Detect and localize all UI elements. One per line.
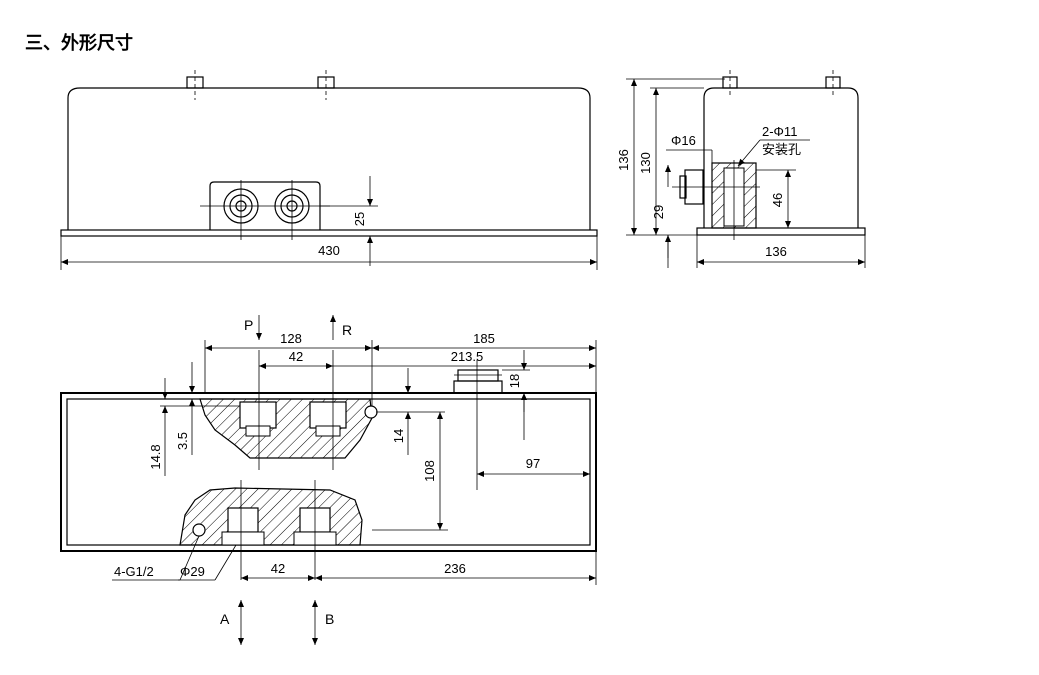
- dim-213-5: 213.5: [451, 349, 484, 364]
- dim-29: 29: [651, 205, 666, 219]
- dim-97: 97: [526, 456, 540, 471]
- mount-label: 安装孔: [762, 142, 801, 157]
- dim-430: 430: [318, 243, 340, 258]
- side-port-dia-label: Φ16: [671, 133, 696, 148]
- label-p: P: [244, 317, 253, 333]
- dim-14: 14: [391, 429, 406, 443]
- dim-42-bottom: 42: [271, 561, 285, 576]
- dim-136-height: 136: [616, 149, 631, 171]
- side-view: Φ16 2-Φ11 安装孔 136 130 29 46 136: [616, 70, 866, 268]
- dim-42-top: 42: [289, 349, 303, 364]
- front-view: 25 430: [60, 70, 598, 270]
- dim-14-8: 14.8: [148, 444, 163, 469]
- dim-25: 25: [352, 212, 367, 226]
- plan-port-dia-label: Φ29: [180, 564, 205, 579]
- dim-128: 128: [280, 331, 302, 346]
- mount-holes-label: 2-Φ11: [762, 124, 797, 139]
- dim-3-5: 3.5: [175, 432, 190, 450]
- section-heading: 三、外形尺寸: [25, 33, 133, 54]
- label-a: A: [220, 611, 230, 627]
- label-r: R: [342, 322, 352, 338]
- dim-236: 236: [444, 561, 466, 576]
- dim-130: 130: [638, 152, 653, 174]
- label-b: B: [325, 611, 334, 627]
- dim-46: 46: [770, 193, 785, 207]
- dim-185: 185: [473, 331, 495, 346]
- dim-108: 108: [422, 460, 437, 482]
- dim-136-width: 136: [765, 244, 787, 259]
- plan-view: P R 128 185 42 213.5 18 14.8 3.5: [60, 315, 597, 645]
- ports-label: 4-G1/2: [114, 564, 154, 579]
- dim-18: 18: [507, 374, 522, 388]
